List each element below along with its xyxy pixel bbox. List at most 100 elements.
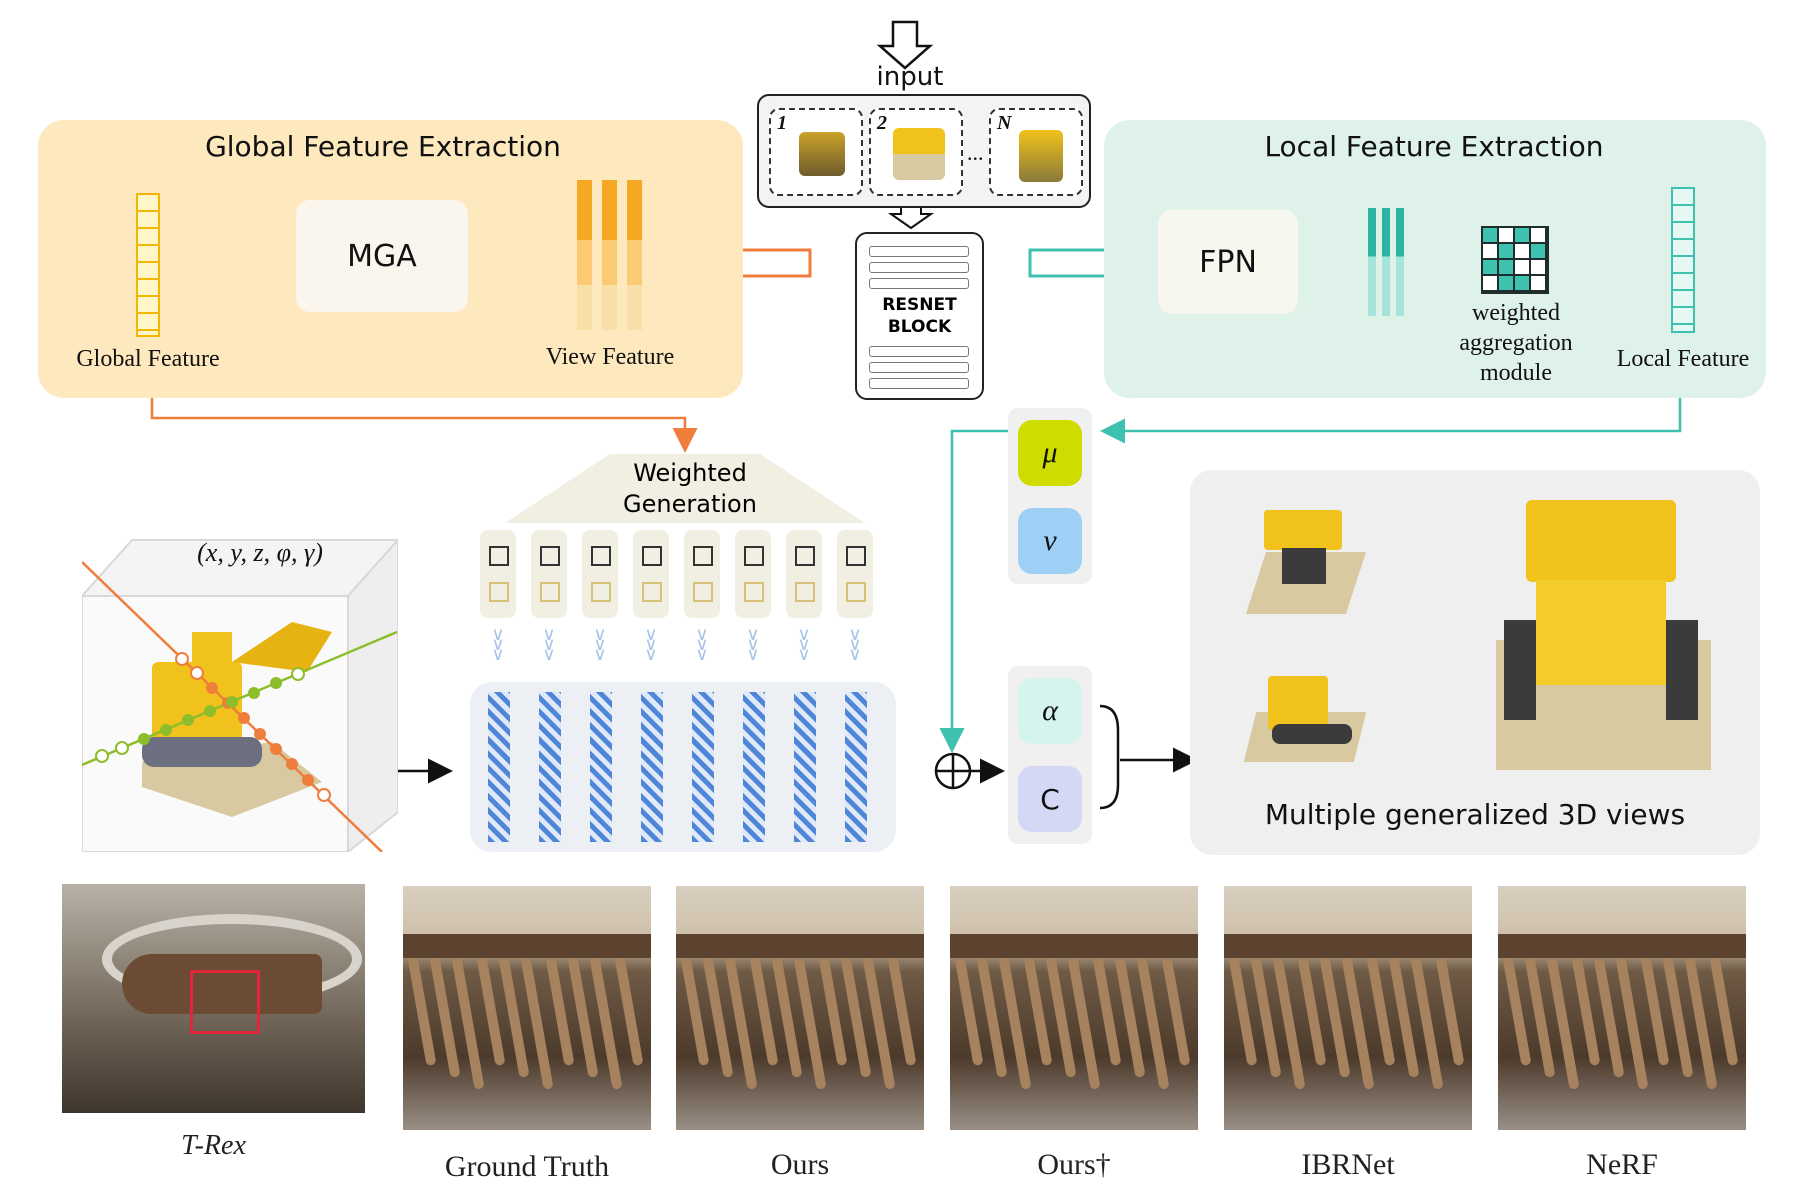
comparison-image-nerf xyxy=(1498,886,1746,1130)
weight-slot xyxy=(480,530,516,618)
generation-bars xyxy=(480,692,890,842)
spine-bone xyxy=(403,934,651,958)
excavator-thumb-icon xyxy=(1019,130,1063,182)
chevron-down-icon: ∨ ∨ ∨ xyxy=(644,624,658,665)
input-down-arrow xyxy=(876,20,934,70)
comparison-image-ibrnet xyxy=(1224,886,1472,1130)
aggregation-cell xyxy=(1499,228,1513,242)
weight-checkbox-icon xyxy=(540,546,560,566)
weight-checkbox-icon xyxy=(642,582,662,602)
global-panel-title: Global Feature Extraction xyxy=(205,130,561,163)
trex-scene-caption: T-Rex xyxy=(181,1130,246,1161)
weight-checkbox-icon xyxy=(540,582,560,602)
aggregation-cell xyxy=(1531,276,1545,290)
chevron-down-icon: ∨ ∨ ∨ xyxy=(797,624,811,665)
aggregation-grid-icon xyxy=(1481,226,1549,294)
chevron-down-icon: ∨ ∨ ∨ xyxy=(491,624,505,665)
excavator-thumb-icon xyxy=(799,132,845,176)
weight-checkbox-icon xyxy=(795,546,815,566)
chevron-down-icon: ∨ ∨ ∨ xyxy=(746,624,760,665)
spine-bone xyxy=(950,934,1198,958)
generation-hatched-bar xyxy=(794,692,816,842)
ray-cube-drawing xyxy=(76,537,401,855)
global-feature-label: Global Feature xyxy=(76,346,220,372)
global-to-weighted-line xyxy=(150,392,698,453)
fpn-box: FPN xyxy=(1158,210,1298,314)
global-feature-vector xyxy=(136,193,160,337)
weight-checkbox-icon xyxy=(693,546,713,566)
local-to-mu-line xyxy=(1100,390,1682,444)
chevron-down-icon: ∨ ∨ ∨ xyxy=(542,624,556,665)
generation-hatched-bar xyxy=(641,692,663,842)
mu-to-sum-line xyxy=(939,429,1012,753)
weight-slot xyxy=(837,530,873,618)
aggregation-cell xyxy=(1499,276,1513,290)
aggregation-cell xyxy=(1483,228,1497,242)
comparison-image-ground-truth xyxy=(403,886,651,1130)
caption-ground-truth: Ground Truth xyxy=(444,1150,610,1183)
resnet-lines-bottom xyxy=(869,346,969,394)
aggregation-cell xyxy=(1531,228,1545,242)
weight-checkbox-icon xyxy=(642,546,662,566)
weight-slot xyxy=(786,530,822,618)
aggregation-cell xyxy=(1499,260,1513,274)
rib-bone xyxy=(1161,955,1191,1067)
rib-bone xyxy=(887,955,917,1067)
caption-nerf: NeRF xyxy=(1586,1148,1658,1181)
sum-operator-icon xyxy=(934,752,972,790)
local-feature-label: Local Feature xyxy=(1616,346,1750,372)
aggregation-label: weighted aggregation module xyxy=(1459,300,1573,386)
generation-hatched-bar xyxy=(590,692,612,842)
input-ellipsis: ... xyxy=(967,140,984,165)
local-feature-vector xyxy=(1671,187,1695,333)
aggregation-cell xyxy=(1483,276,1497,290)
aggregation-cell xyxy=(1483,260,1497,274)
aggregation-cell xyxy=(1515,244,1529,258)
weight-checkbox-icon xyxy=(795,582,815,602)
weight-slot xyxy=(531,530,567,618)
rib-bone xyxy=(1435,955,1465,1067)
rib-bone xyxy=(1709,955,1739,1067)
aggregation-cell xyxy=(1483,244,1497,258)
aggregation-cell xyxy=(1515,228,1529,242)
weight-checkbox-icon xyxy=(489,546,509,566)
c-param: C xyxy=(1018,766,1082,832)
generation-hatched-bar xyxy=(845,692,867,842)
spine-bone xyxy=(676,934,924,958)
input-view-2: 2 xyxy=(869,108,963,196)
input-view-n: N xyxy=(989,108,1083,196)
generation-hatched-bar xyxy=(488,692,510,842)
rendered-view-small-1 xyxy=(1245,500,1367,620)
input-view-1: 1 xyxy=(769,108,863,196)
weight-checkbox-icon xyxy=(591,546,611,566)
chevron-down-icon: ∨ ∨ ∨ xyxy=(848,624,862,665)
weight-checkbox-icon xyxy=(846,582,866,602)
rib-bone xyxy=(614,955,644,1067)
input-views-strip: 1 2 ... N xyxy=(757,94,1091,208)
aggregation-cell xyxy=(1531,260,1545,274)
generalized-views-panel: Multiple generalized 3D views xyxy=(1190,470,1760,855)
generation-hatched-bar xyxy=(539,692,561,842)
ray-cube xyxy=(76,512,401,855)
input-label: input xyxy=(876,62,944,92)
generation-hatched-bar xyxy=(692,692,714,842)
chevron-down-icon: ∨ ∨ ∨ xyxy=(695,624,709,665)
generalized-views-title: Multiple generalized 3D views xyxy=(1264,798,1686,831)
excavator-thumb-icon xyxy=(893,128,945,180)
weight-checkbox-icon xyxy=(744,546,764,566)
aggregation-cell xyxy=(1531,244,1545,258)
caption-ours-dagger: Ours† xyxy=(1037,1148,1111,1181)
mu-param: μ xyxy=(1018,420,1082,486)
rendered-view-small-2 xyxy=(1243,650,1367,770)
resnet-lines-top xyxy=(869,246,969,294)
comparison-image-ours-dagger xyxy=(950,886,1198,1130)
spine-bone xyxy=(1224,934,1472,958)
crop-highlight-box xyxy=(190,970,260,1034)
chevron-down-icon: ∨ ∨ ∨ xyxy=(593,624,607,665)
spine-bone xyxy=(1498,934,1746,958)
weighted-generation-columns: ∨ ∨ ∨ ∨ ∨ ∨ ∨ ∨ ∨ ∨ ∨ ∨ ∨ ∨ ∨ ∨ ∨ ∨ ∨ ∨ ∨ ∨ ∨ ∨ xyxy=(480,530,890,850)
nu-param: v xyxy=(1018,508,1082,574)
weight-checkbox-icon xyxy=(846,546,866,566)
